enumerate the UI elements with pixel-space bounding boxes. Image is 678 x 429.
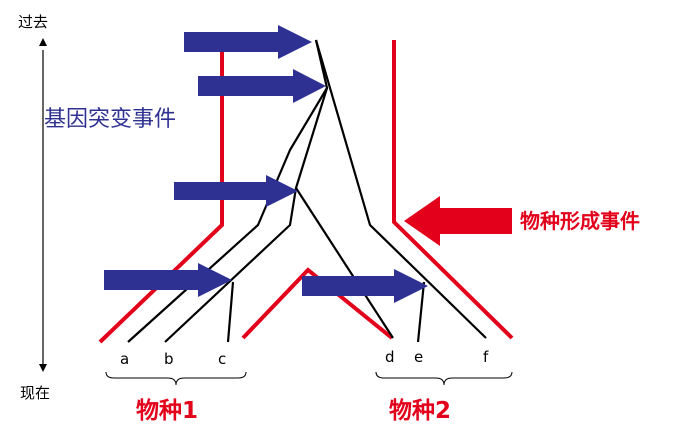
gene-branch-e xyxy=(416,281,426,343)
mutation-event-label: 基因突变事件 xyxy=(44,107,176,132)
time-label-past: 过去 xyxy=(18,13,48,31)
species2-label: 物种2 xyxy=(389,397,451,424)
mutation-arrow-1 xyxy=(184,25,312,59)
species-tree xyxy=(98,40,514,344)
gene-branch-d xyxy=(295,187,394,339)
gene-branch-c xyxy=(226,281,235,343)
time-axis xyxy=(39,38,47,372)
mutation-arrows xyxy=(104,25,428,303)
species-tree-right-outer xyxy=(392,40,514,340)
mutation-arrow-5 xyxy=(302,269,428,303)
species2-brace xyxy=(375,371,513,386)
species-tree-left-outer xyxy=(98,52,224,344)
speciation-event-label: 物种形成事件 xyxy=(520,209,640,233)
species-tree-left-inner xyxy=(241,267,394,340)
tip-label-d: d xyxy=(385,348,395,366)
species1-label: 物种1 xyxy=(136,397,198,424)
tip-label-f: f xyxy=(483,348,489,366)
time-label-present: 现在 xyxy=(20,384,50,402)
tip-label-a: a xyxy=(120,350,129,368)
speciation-arrow xyxy=(404,196,512,246)
tip-label-b: b xyxy=(164,350,174,368)
mutation-arrow-4 xyxy=(104,263,232,297)
mutation-arrow-2 xyxy=(198,69,326,103)
mutation-arrow-3 xyxy=(174,175,298,207)
gene-branch-root-right xyxy=(314,39,487,339)
tip-label-c: c xyxy=(218,350,226,368)
species1-brace xyxy=(105,371,247,386)
tip-label-e: e xyxy=(414,348,423,366)
